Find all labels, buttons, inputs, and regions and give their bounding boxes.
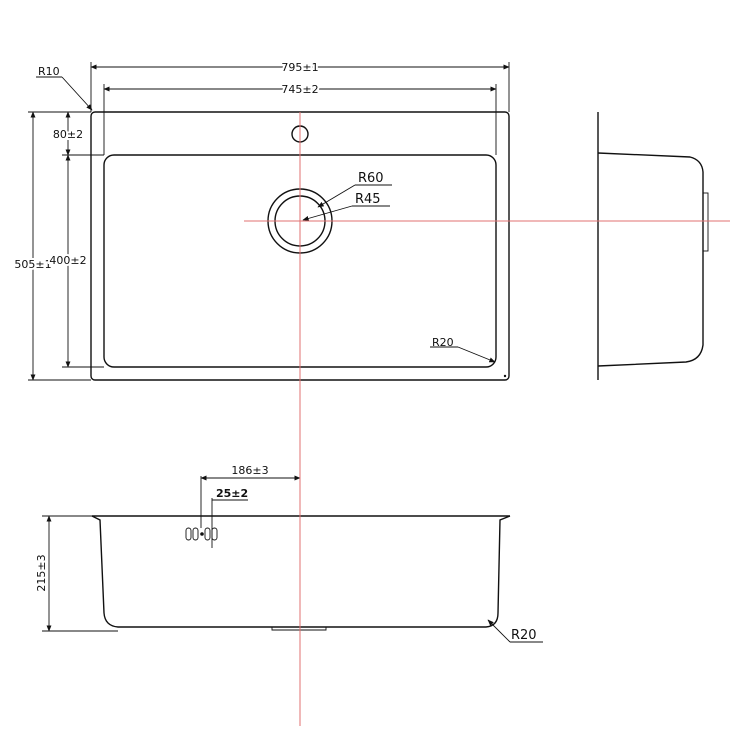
dimension-top-margin: 80±2 [53, 128, 83, 141]
side-view-bowl-profile [597, 152, 704, 367]
dimension-drain-outer-radius: R60 [358, 171, 384, 186]
dimension-inner-depth: 400±2 [49, 254, 86, 267]
dimension-outer-depth: 505±1 [14, 258, 51, 271]
corner-dot [503, 374, 507, 378]
dimension-bowl-corner: R20 [432, 336, 454, 349]
dimension-section-corner: R20 [511, 628, 537, 643]
dimension-inner-width: 745±2 [281, 83, 318, 96]
dimension-overflow-size: 25±2 [216, 487, 248, 500]
dimension-corner-radius: R10 [38, 65, 60, 78]
dimension-drain-offset: 186±3 [231, 464, 268, 477]
section-bowl-profile [91, 515, 511, 628]
dimension-bowl-height: 215±3 [35, 554, 48, 591]
section-view: 186±3 25±2 215±3 R20 [35, 464, 543, 643]
dimension-drain-inner-radius: R45 [355, 192, 381, 207]
overflow-holes [185, 527, 218, 541]
centerlines [244, 112, 730, 726]
section-drain-outlet [271, 627, 327, 631]
side-view-drain-pipe [702, 192, 709, 252]
side-view [597, 112, 709, 380]
dimension-outer-width: 795±1 [281, 61, 318, 74]
